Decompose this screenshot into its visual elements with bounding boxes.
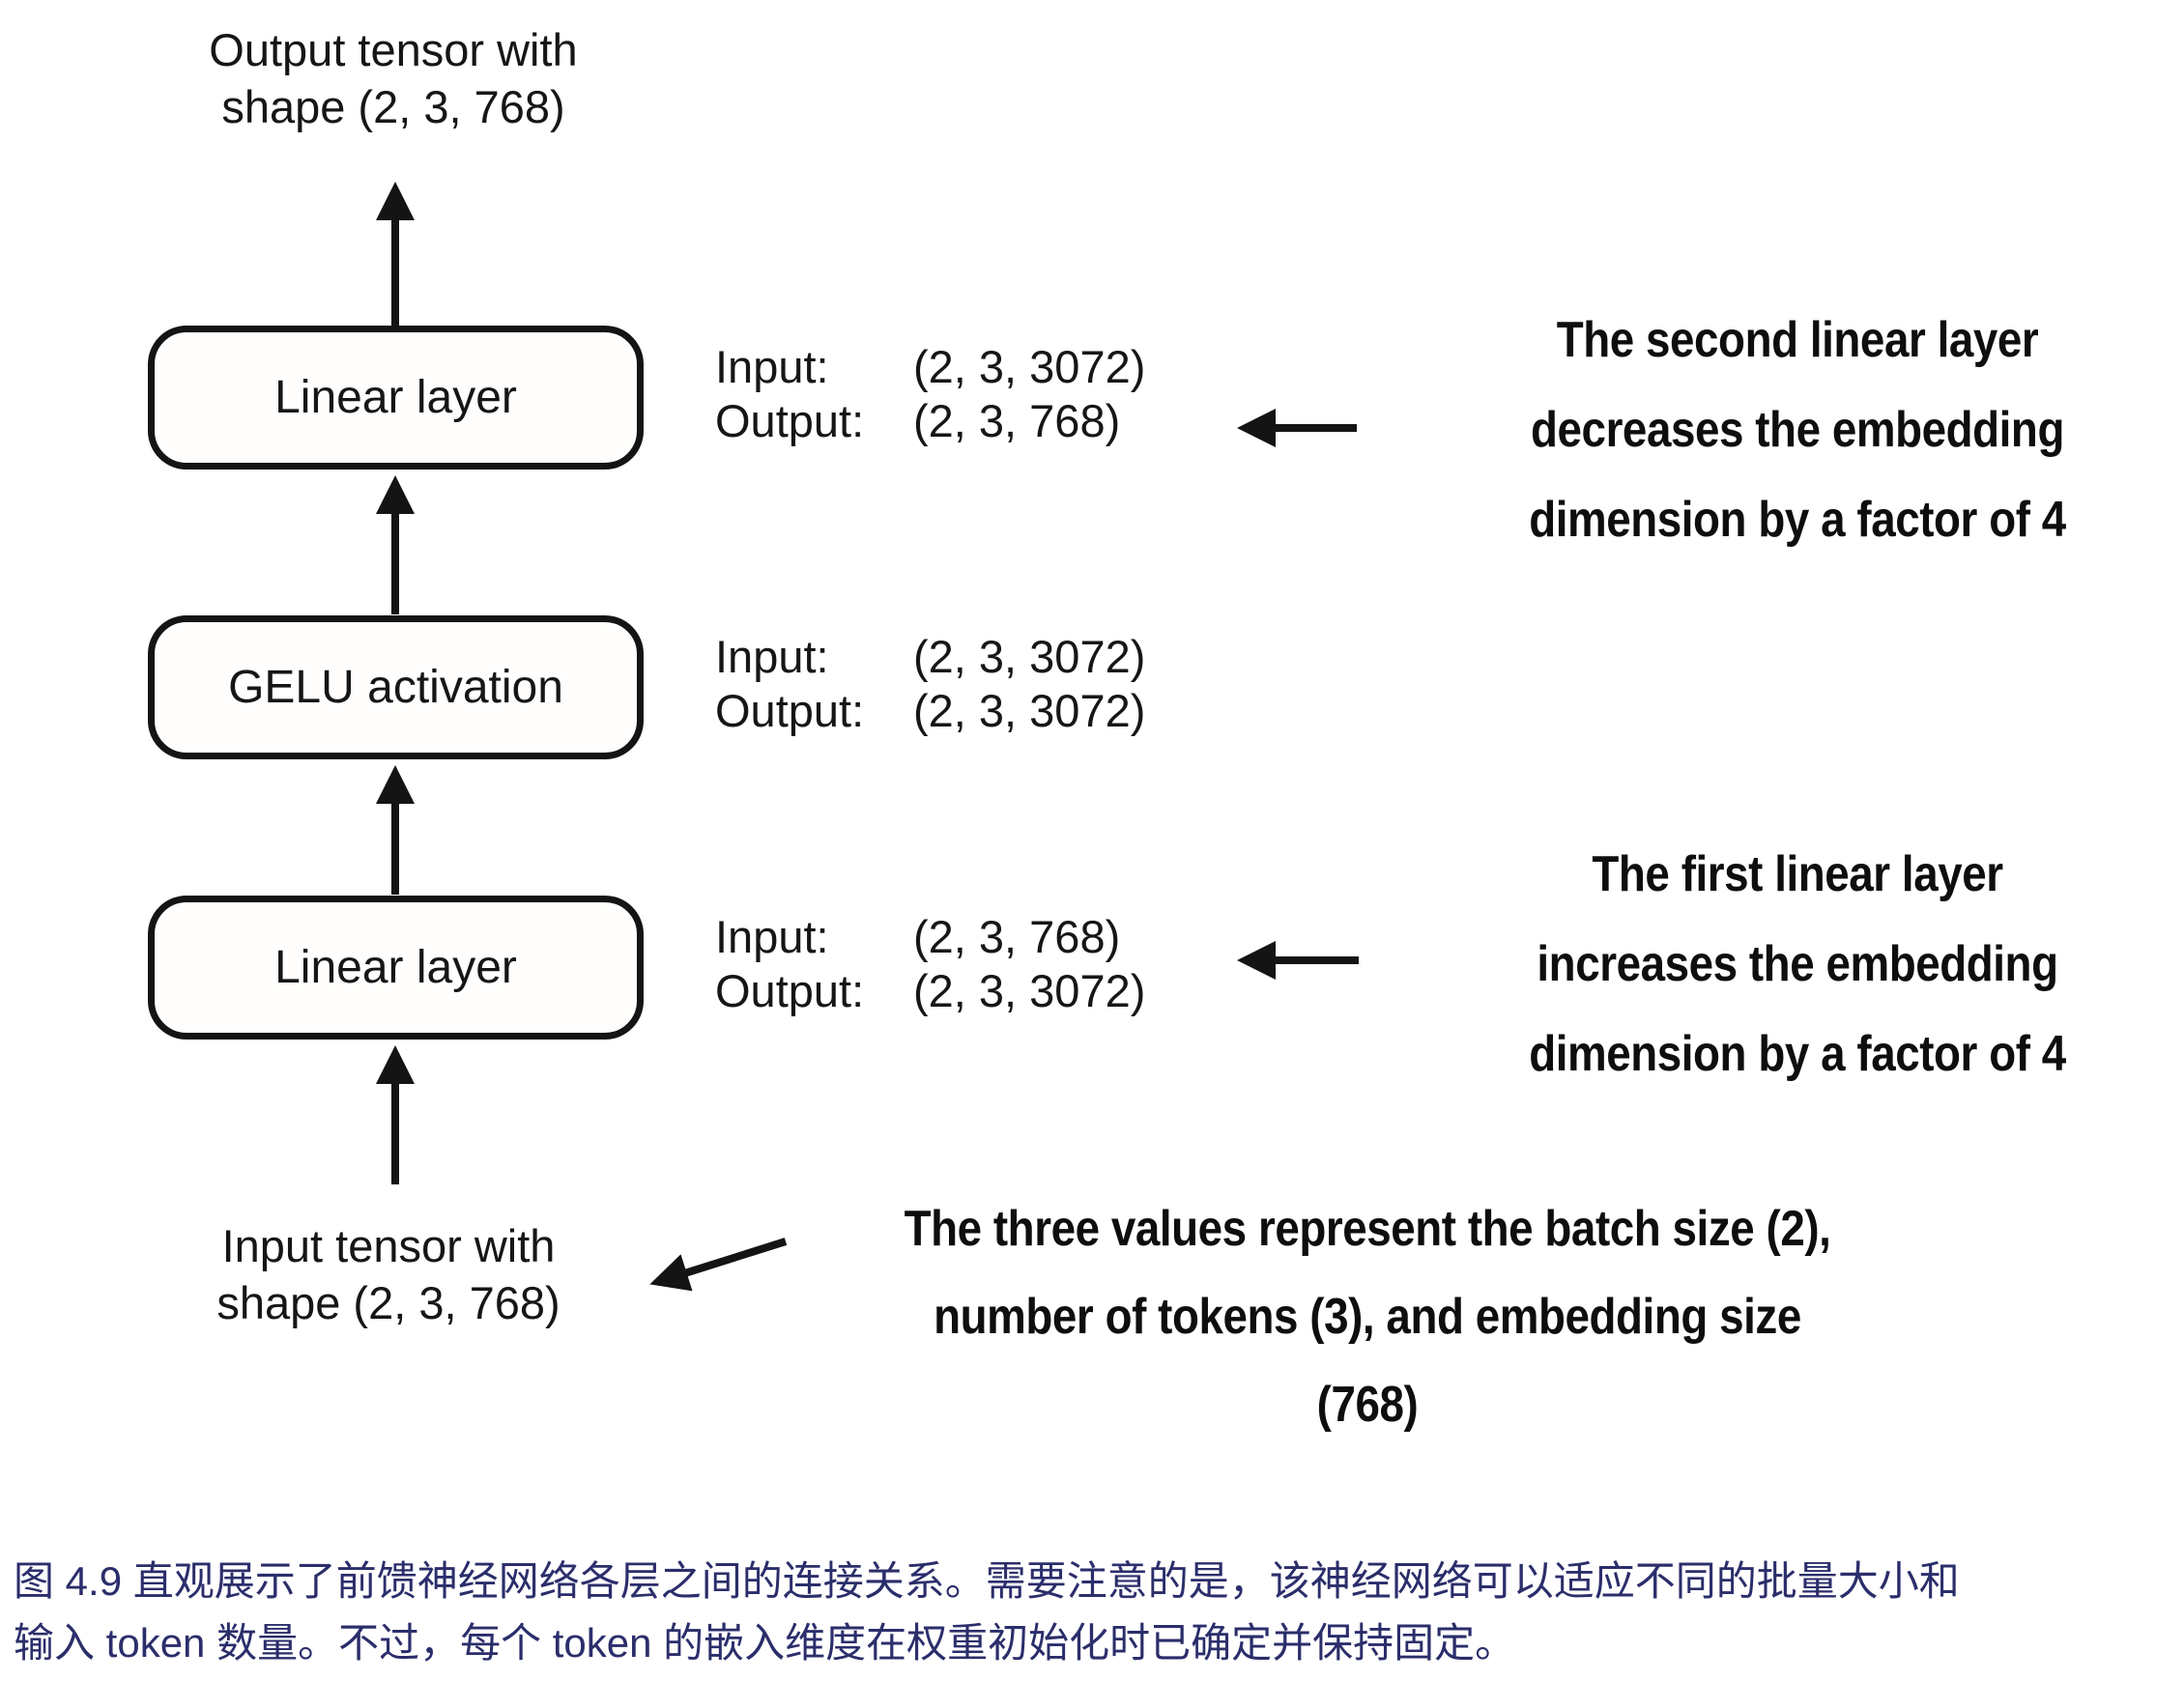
io-output-row: Output: (2, 3, 768) [715, 394, 1145, 448]
io-input-row: Input: (2, 3, 3072) [715, 340, 1145, 394]
io-shapes-gelu: Input: (2, 3, 3072) Output: (2, 3, 3072) [715, 630, 1145, 738]
input-label: Input: [715, 631, 829, 682]
annotation-first-linear-layer: The first linear layer increases the emb… [1529, 846, 2066, 1082]
io-output-row: Output: (2, 3, 3072) [715, 684, 1145, 738]
linear-layer-box-top: Linear layer [148, 326, 644, 470]
input-shape-value: (2, 3, 768) [913, 911, 1121, 962]
three-values-pointer-arrow-icon [649, 1238, 788, 1292]
io-input-row: Input: (2, 3, 3072) [715, 630, 1145, 684]
input-tensor-label: Input tensor with shape (2, 3, 768) [216, 1220, 560, 1328]
output-shape-value: (2, 3, 3072) [913, 965, 1146, 1016]
linear-layer-box-bottom: Linear layer [148, 896, 644, 1040]
figure-caption: 图 4.9 直观展示了前馈神经网络各层之间的连接关系。需要注意的是，该神经网络可… [14, 1558, 1960, 1666]
input-label: Input: [715, 911, 829, 962]
io-shapes-top-linear: Input: (2, 3, 3072) Output: (2, 3, 768) [715, 340, 1145, 448]
gelu-activation-box-label: GELU activation [228, 662, 563, 713]
output-shape-value: (2, 3, 3072) [913, 685, 1146, 736]
output-label: Output: [715, 965, 865, 1016]
input-shape-value: (2, 3, 3072) [913, 631, 1146, 682]
linear-layer-box-top-label: Linear layer [274, 372, 517, 423]
output-label: Output: [715, 685, 865, 736]
output-tensor-label: Output tensor with shape (2, 3, 768) [209, 24, 578, 132]
input-shape-value: (2, 3, 3072) [913, 341, 1146, 392]
gelu-activation-box: GELU activation [148, 615, 644, 759]
io-shapes-bottom-linear: Input: (2, 3, 768) Output: (2, 3, 3072) [715, 910, 1145, 1018]
output-shape-value: (2, 3, 768) [913, 395, 1121, 446]
annotation-three-values: The three values represent the batch siz… [904, 1201, 1831, 1433]
annotation-second-linear-layer: The second linear layer decreases the em… [1529, 312, 2066, 548]
linear-layer-box-bottom-label: Linear layer [274, 942, 517, 993]
io-input-row: Input: (2, 3, 768) [715, 910, 1145, 964]
io-output-row: Output: (2, 3, 3072) [715, 964, 1145, 1018]
input-label: Input: [715, 341, 829, 392]
output-label: Output: [715, 395, 865, 446]
